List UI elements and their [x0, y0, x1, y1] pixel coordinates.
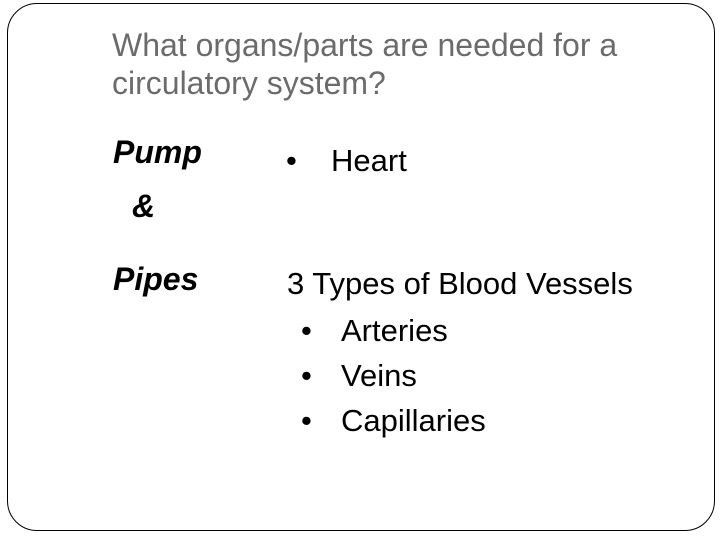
bullet-icon: •	[301, 403, 312, 438]
pump-label: Pump	[113, 134, 202, 170]
pipes-label: Pipes	[113, 261, 199, 297]
list-item-label: Arteries	[341, 313, 448, 348]
list-item-heart: • Heart	[286, 143, 407, 178]
list-item-label: Capillaries	[341, 403, 486, 438]
bullet-icon: •	[301, 313, 312, 348]
list-item-arteries: • Arteries	[301, 313, 448, 348]
bullet-icon: •	[286, 143, 297, 178]
slide-border	[7, 3, 715, 531]
list-item-capillaries: • Capillaries	[301, 403, 486, 438]
list-item-label: Veins	[341, 358, 417, 393]
bullet-icon: •	[301, 358, 312, 393]
ampersand-connector: &	[132, 188, 156, 224]
vessels-heading: 3 Types of Blood Vessels	[287, 266, 633, 301]
list-item-label: Heart	[331, 143, 407, 178]
list-item-veins: • Veins	[301, 358, 417, 393]
slide-title: What organs/parts are needed for a circu…	[112, 27, 618, 101]
